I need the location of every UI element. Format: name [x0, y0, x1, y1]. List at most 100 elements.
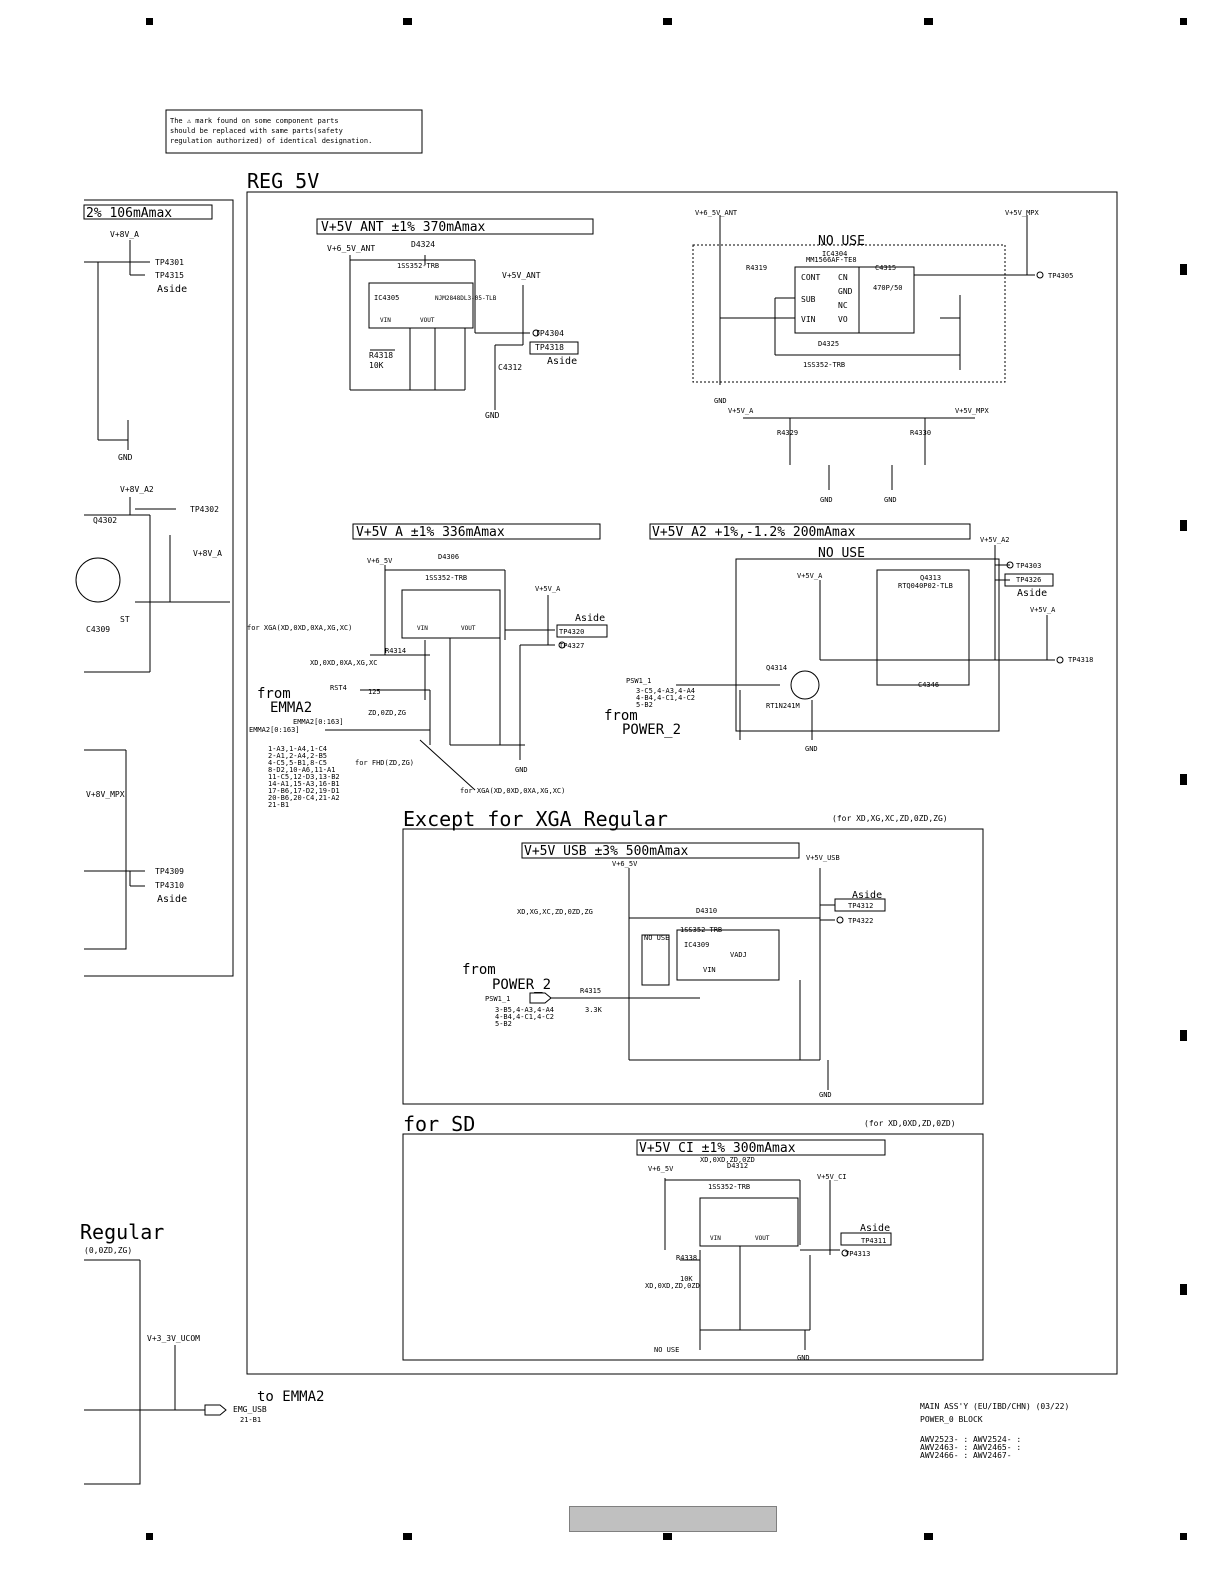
- svg-text:EMMA2: EMMA2: [270, 700, 312, 716]
- usb-section-title: Except for XGA Regular: [403, 807, 668, 831]
- svg-text:Q4313: Q4313: [920, 574, 941, 582]
- svg-text:D4324: D4324: [411, 240, 435, 249]
- a2-header: V+5V A2 +1%,-1.2% 200mAmax: [652, 525, 856, 540]
- svg-text:TP4313: TP4313: [845, 1250, 870, 1258]
- svg-text:MM1566AF-TE8: MM1566AF-TE8: [806, 256, 857, 264]
- svg-text:VADJ: VADJ: [730, 951, 747, 959]
- svg-text:for XGA(XD,0XD,0XA,XG,XC): for XGA(XD,0XD,0XA,XG,XC): [460, 787, 565, 795]
- svg-text:5-B2: 5-B2: [636, 701, 653, 709]
- a2-regulator-wiring: [649, 523, 1055, 740]
- svg-text:Q4302: Q4302: [93, 516, 117, 525]
- svg-text:TP4301: TP4301: [155, 258, 184, 267]
- svg-text:VO: VO: [838, 315, 848, 324]
- a2-regulator-labels: V+5V A2 +1%,-1.2% 200mAmax NO USE V+5V_A…: [604, 525, 1093, 753]
- safety-warning-note: The ⚠ mark found on some component parts…: [165, 109, 423, 154]
- usb-section-labels: Except for XGA Regular (for XD,XG,XC,ZD,…: [403, 807, 948, 1099]
- svg-text:NO USE: NO USE: [818, 546, 865, 561]
- svg-text:V+5V_A: V+5V_A: [535, 585, 561, 593]
- a-header: V+5V A ±1% 336mAmax: [356, 525, 505, 540]
- svg-text:R4318: R4318: [369, 351, 393, 360]
- svg-text:GND: GND: [838, 287, 853, 296]
- usb-test-points: [529, 898, 886, 1004]
- svg-text:TP4302: TP4302: [190, 505, 219, 514]
- svg-text:EMMA2[0:163]: EMMA2[0:163]: [293, 718, 344, 726]
- svg-text:POWER_2: POWER_2: [492, 977, 551, 993]
- svg-text:(for XD,0XD,ZD,0ZD): (for XD,0XD,ZD,0ZD): [864, 1119, 956, 1128]
- svg-text:(0,0ZD,ZG): (0,0ZD,ZG): [84, 1246, 132, 1255]
- svg-text:NO USE: NO USE: [818, 234, 865, 249]
- title-block: MAIN ASS'Y (EU/IBD/CHN) (03/22) POWER_0 …: [920, 1402, 1069, 1460]
- svg-text:5-B2: 5-B2: [495, 1020, 512, 1028]
- ant-header: V+5V ANT ±1% 370mAmax: [321, 220, 486, 235]
- svg-text:V+5V_ANT: V+5V_ANT: [502, 271, 541, 280]
- svg-text:IC4305: IC4305: [374, 294, 399, 302]
- svg-text:V+8V_A: V+8V_A: [110, 230, 139, 239]
- svg-text:2% 106mAmax: 2% 106mAmax: [86, 206, 172, 221]
- usb-header: V+5V USB ±3% 500mAmax: [524, 844, 689, 859]
- svg-text:1SS352-TRB: 1SS352-TRB: [708, 1183, 750, 1191]
- svg-text:V+8V_A: V+8V_A: [193, 549, 222, 558]
- svg-text:VIN: VIN: [380, 317, 391, 324]
- svg-text:GND: GND: [515, 766, 528, 774]
- svg-text:from: from: [604, 708, 638, 724]
- svg-text:R4314: R4314: [385, 647, 406, 655]
- svg-text:POWER_2: POWER_2: [622, 722, 681, 738]
- svg-text:V+5V_MPX: V+5V_MPX: [1005, 209, 1040, 217]
- svg-text:Aside: Aside: [157, 894, 187, 905]
- svg-text:11-C5,12-D3,13-B2: 11-C5,12-D3,13-B2: [268, 773, 340, 781]
- svg-text:Aside: Aside: [1017, 588, 1047, 599]
- warning-line-1: The ⚠ mark found on some component parts: [170, 117, 339, 125]
- svg-text:D4325: D4325: [818, 340, 839, 348]
- svg-text:GND: GND: [820, 496, 833, 504]
- svg-text:TP4318: TP4318: [1068, 656, 1093, 664]
- svg-text:20-B6,20-C4,21-A2: 20-B6,20-C4,21-A2: [268, 794, 340, 802]
- svg-text:TP4315: TP4315: [155, 271, 184, 280]
- svg-text:AWV2523- : AWV2524- :: AWV2523- : AWV2524- :: [920, 1435, 1021, 1444]
- svg-text:TP4305: TP4305: [1048, 272, 1073, 280]
- svg-text:21-B1: 21-B1: [268, 801, 289, 809]
- svg-text:Aside: Aside: [852, 890, 882, 901]
- svg-text:TP4327: TP4327: [559, 642, 584, 650]
- ant-test-points: [529, 329, 579, 355]
- a-regulator-wiring: [325, 523, 601, 791]
- svg-text:GND: GND: [714, 397, 727, 405]
- svg-text:TP4311: TP4311: [861, 1237, 886, 1245]
- svg-text:GND: GND: [485, 411, 500, 420]
- svg-text:VOUT: VOUT: [461, 625, 476, 632]
- svg-text:V+5V_CI: V+5V_CI: [817, 1173, 847, 1181]
- registration-marks: [146, 18, 1187, 1540]
- svg-text:V+5V_USB: V+5V_USB: [806, 854, 840, 862]
- svg-text:NJM2848DL3-05-TLB: NJM2848DL3-05-TLB: [435, 295, 497, 302]
- svg-text:EMG_USB: EMG_USB: [233, 1405, 267, 1414]
- svg-text:XD,XG,XC,ZD,0ZD,ZG: XD,XG,XC,ZD,0ZD,ZG: [517, 908, 593, 916]
- svg-text:ZD,0ZD,ZG: ZD,0ZD,ZG: [368, 709, 406, 717]
- emg-usb-connector: [204, 1404, 227, 1416]
- svg-text:3-B5,4-A3,4-A4: 3-B5,4-A3,4-A4: [495, 1006, 554, 1014]
- svg-text:TP4310: TP4310: [155, 881, 184, 890]
- svg-text:3-C5,4-A3,4-A4: 3-C5,4-A3,4-A4: [636, 687, 695, 695]
- svg-text:VOUT: VOUT: [420, 317, 435, 324]
- svg-text:GND: GND: [797, 1354, 810, 1362]
- a2-test-points: [1004, 561, 1064, 664]
- svg-text:3.3K: 3.3K: [585, 1006, 603, 1014]
- warning-line-3: regulation authorized) of identical desi…: [170, 137, 372, 145]
- svg-text:R4329: R4329: [777, 429, 798, 437]
- svg-text:4-B4,4-C1,4-C2: 4-B4,4-C1,4-C2: [495, 1013, 554, 1021]
- svg-text:VIN: VIN: [710, 1235, 721, 1242]
- svg-text:R4319: R4319: [746, 264, 767, 272]
- svg-text:XD,0XD,ZD,0ZD: XD,0XD,ZD,0ZD: [645, 1282, 700, 1290]
- svg-text:8-D2,10-A6,11-A1: 8-D2,10-A6,11-A1: [268, 766, 335, 774]
- svg-text:10K: 10K: [680, 1275, 693, 1283]
- svg-text:D4310: D4310: [696, 907, 717, 915]
- svg-text:V+5V_A2: V+5V_A2: [980, 536, 1010, 544]
- svg-text:V+6_5V: V+6_5V: [648, 1165, 674, 1173]
- svg-text:R4330: R4330: [910, 429, 931, 437]
- svg-text:from: from: [462, 962, 496, 978]
- mpx-regulator-labels: V+6_5V_ANT V+5V_MPX NO USE IC4304 MM1566…: [695, 209, 1073, 504]
- svg-text:17-B6,17-D2,19-D1: 17-B6,17-D2,19-D1: [268, 787, 340, 795]
- svg-text:GND: GND: [884, 496, 897, 504]
- svg-text:GND: GND: [819, 1091, 832, 1099]
- svg-text:EMMA2[0:163]: EMMA2[0:163]: [249, 726, 300, 734]
- svg-text:RST4: RST4: [330, 684, 347, 692]
